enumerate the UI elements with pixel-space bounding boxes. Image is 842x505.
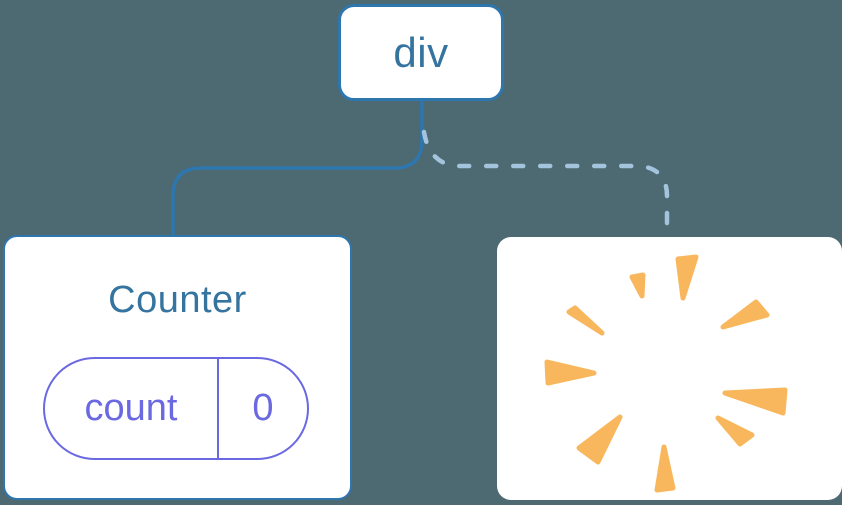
- state-key-label: count: [84, 387, 178, 429]
- poof-rays: [544, 254, 788, 493]
- dashed-connector-line: [421, 129, 670, 240]
- div-node-label: div: [393, 28, 449, 76]
- state-pill-divider: [217, 359, 219, 458]
- tree-node-counter: Counter count 0: [3, 235, 352, 500]
- tree-node-div: div: [338, 4, 504, 101]
- state-value-label: 0: [252, 387, 274, 429]
- solid-connector-line: [171, 99, 424, 237]
- state-pill: count 0: [43, 357, 309, 460]
- counter-node-title: Counter: [108, 279, 247, 321]
- tree-node-destroyed: [497, 237, 842, 500]
- poof-icon: [544, 254, 788, 493]
